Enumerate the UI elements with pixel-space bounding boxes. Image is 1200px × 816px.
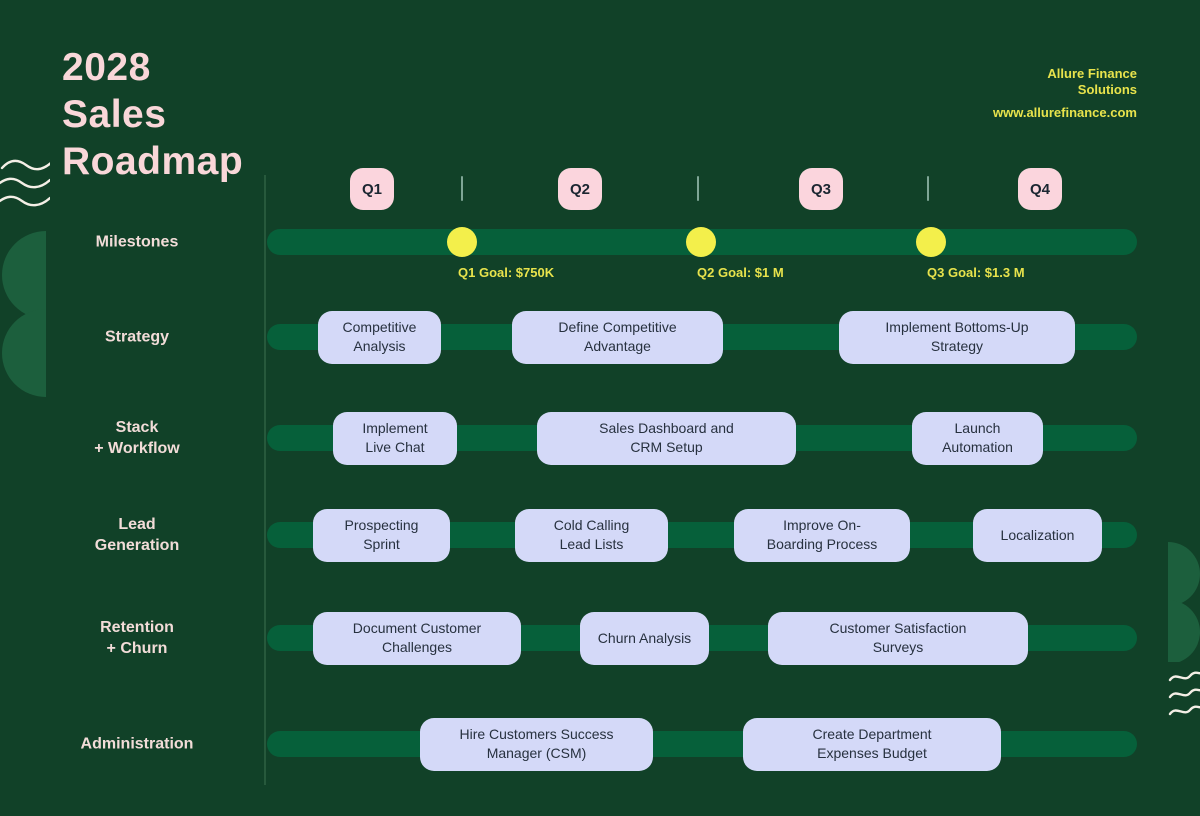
milestone-dot-2 [686,227,716,257]
row-label-retention-churn: Retention + Churn [100,619,174,657]
task-card: Improve On- Boarding Process [734,508,910,562]
task-card: Hire Customers Success Manager (CSM) [420,717,653,771]
row-label-administration: Administration [80,735,194,753]
milestone-dot-1 [447,227,477,257]
task-card: Prospecting Sprint [313,508,450,562]
milestone-goal-label-1: Q1 Goal: $750K [458,265,555,280]
task-card: Sales Dashboard and CRM Setup [537,411,796,465]
task-card: Localization [973,508,1102,562]
milestone-dot-3 [916,227,946,257]
row-bar-administration [267,731,1137,757]
task-card: Implement Bottoms-Up Strategy [839,310,1075,364]
quarter-badge-q1: Q1 [350,168,394,210]
leaves-right-decoration [1168,542,1200,662]
task-card: Implement Live Chat [333,411,457,465]
task-card: Churn Analysis [580,611,709,665]
brand-name: Allure Finance Solutions [1047,66,1137,97]
quarter-tick-3 [927,176,929,201]
quarter-tick-1 [461,176,463,201]
leaves-left-decoration [2,231,46,397]
task-card: Competitive Analysis [318,310,441,364]
row-label-strategy: Strategy [104,328,170,346]
task-card: Create Department Expenses Budget [743,717,1001,771]
task-card: Define Competitive Advantage [512,310,723,364]
waves-bottom-right-decoration [1168,671,1200,716]
task-card: Launch Automation [912,411,1043,465]
waves-top-left-decoration [0,159,50,207]
quarter-tick-2 [697,176,699,201]
task-card: Customer Satisfaction Surveys [768,611,1028,665]
brand-website: www.allurefinance.com [992,105,1137,120]
brand-block: Allure Finance Solutions www.allurefinan… [993,66,1137,121]
quarter-badge-q2: Q2 [558,168,602,210]
row-label-stack-workflow: Stack + Workflow [94,419,180,457]
quarter-badge-q3: Q3 [799,168,843,210]
task-card: Document Customer Challenges [313,611,521,665]
task-card: Cold Calling Lead Lists [515,508,668,562]
milestone-goal-label-3: Q3 Goal: $1.3 M [927,265,1025,280]
milestone-goal-label-2: Q2 Goal: $1 M [697,265,784,280]
row-label-lead-generation: Lead Generation [94,516,180,554]
quarter-badge-q4: Q4 [1018,168,1062,210]
page-title: 2028 Sales Roadmap [62,46,244,183]
row-label-milestones: Milestones [95,233,179,251]
timeline-start-guide-line [264,175,266,785]
